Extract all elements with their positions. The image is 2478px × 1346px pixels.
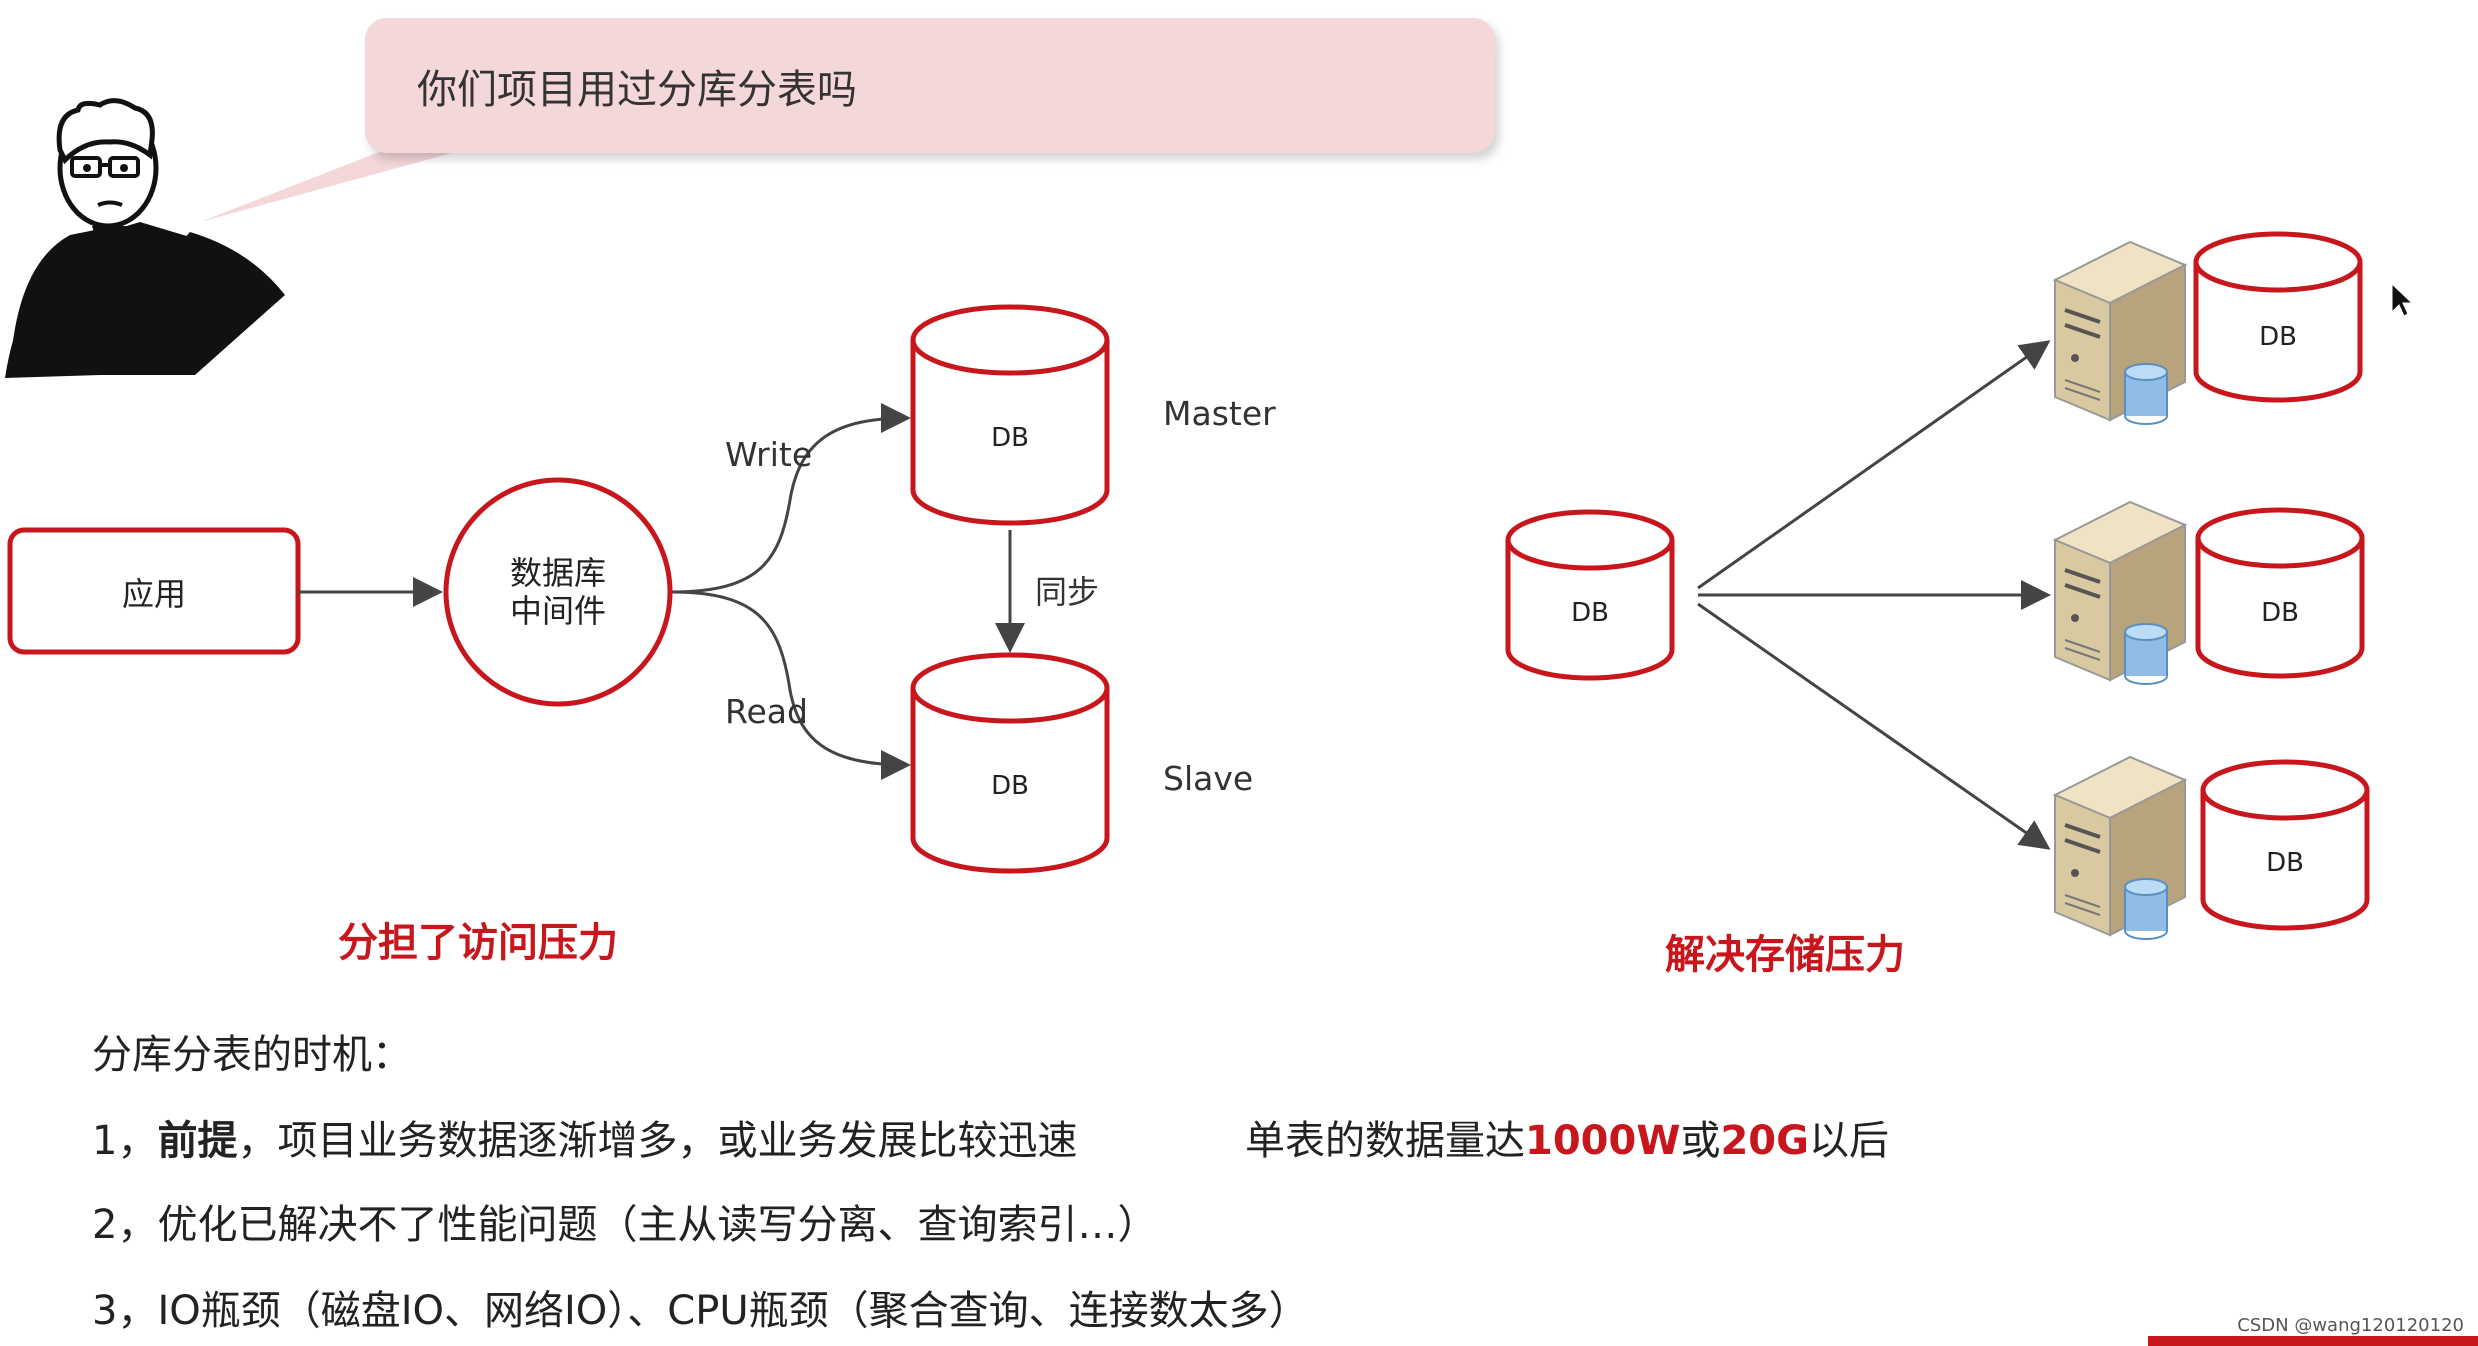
bottom-item-1-right: 单表的数据量达1000W或20G以后 [1245,1108,1889,1166]
target-db-label-3: DB [2266,848,2304,878]
write-label: Write [725,435,812,474]
bottom-heading: 分库分表的时机： [92,1032,412,1078]
watermark: CSDN @wang120120120 [2237,1315,2464,1336]
middleware-label-line2: 中间件 [510,592,606,630]
write-arrow [671,403,911,594]
slave-db-label: DB [991,771,1029,801]
item1-bold: 前提 [157,1118,238,1164]
shard-arrow-3 [1697,602,2051,850]
target-db-cylinder-3 [2200,759,2370,931]
speech-bubble-tail [200,140,470,222]
read-label: Read [725,692,808,731]
item1-mid: 或 [1680,1118,1721,1164]
right-diagram-caption: 解决存储压力 [1665,932,1905,978]
server-icon [2052,755,2188,940]
middleware-circle [443,477,673,707]
slave-db-cylinder [910,652,1110,874]
speech-bubble-text: 你们项目用过分库分表吗 [417,66,857,113]
target-db-label-2: DB [2261,598,2299,628]
mouse-cursor-icon [2391,282,2414,317]
item1-prefix: 1， [92,1118,158,1164]
bottom-item-1: 1，前提，项目业务数据逐渐增多，或业务发展比较迅速 [92,1108,1077,1166]
item1-highlight-1: 1000W [1525,1118,1681,1164]
server-icon [2052,240,2188,425]
corner-accent-bar [2148,1336,2478,1346]
slave-label: Slave [1163,759,1253,798]
item1-suffix: 以后 [1808,1118,1889,1164]
master-db-cylinder [910,304,1110,526]
source-db-label: DB [1571,598,1609,628]
middleware-label-line1: 数据库 [510,554,606,592]
bottom-item-2: 2，优化已解决不了性能问题（主从读写分离、查询索引…） [92,1202,1158,1248]
left-diagram-caption: 分担了访问压力 [338,920,618,966]
target-db-label-1: DB [2259,322,2297,352]
item1-right-prefix: 单表的数据量达 [1245,1118,1525,1164]
target-db-cylinder-1 [2193,231,2363,403]
item1-text: ，项目业务数据逐渐增多，或业务发展比较迅速 [237,1118,1078,1164]
master-label: Master [1163,394,1276,433]
app-label: 应用 [122,575,186,613]
server-icon [2052,500,2188,685]
shard-arrow-1 [1697,340,2051,590]
person-illustration [5,98,285,378]
master-db-label: DB [991,423,1029,453]
bottom-item-3: 3，IO瓶颈（磁盘IO、网络IO）、CPU瓶颈（聚合查询、连接数太多） [92,1288,1309,1334]
source-db-cylinder [1505,509,1675,681]
target-db-cylinder-2 [2195,507,2365,679]
speech-bubble: 你们项目用过分库分表吗 [365,18,1495,153]
sync-label: 同步 [1035,573,1099,611]
item1-highlight-2: 20G [1720,1118,1809,1164]
read-arrow [671,590,911,780]
